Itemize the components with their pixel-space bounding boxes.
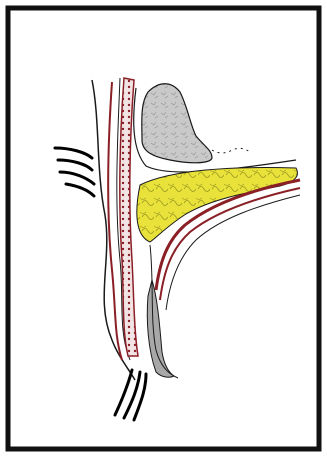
figure-frame [0,0,327,457]
eyelid-cross-section-diagram [0,0,327,457]
